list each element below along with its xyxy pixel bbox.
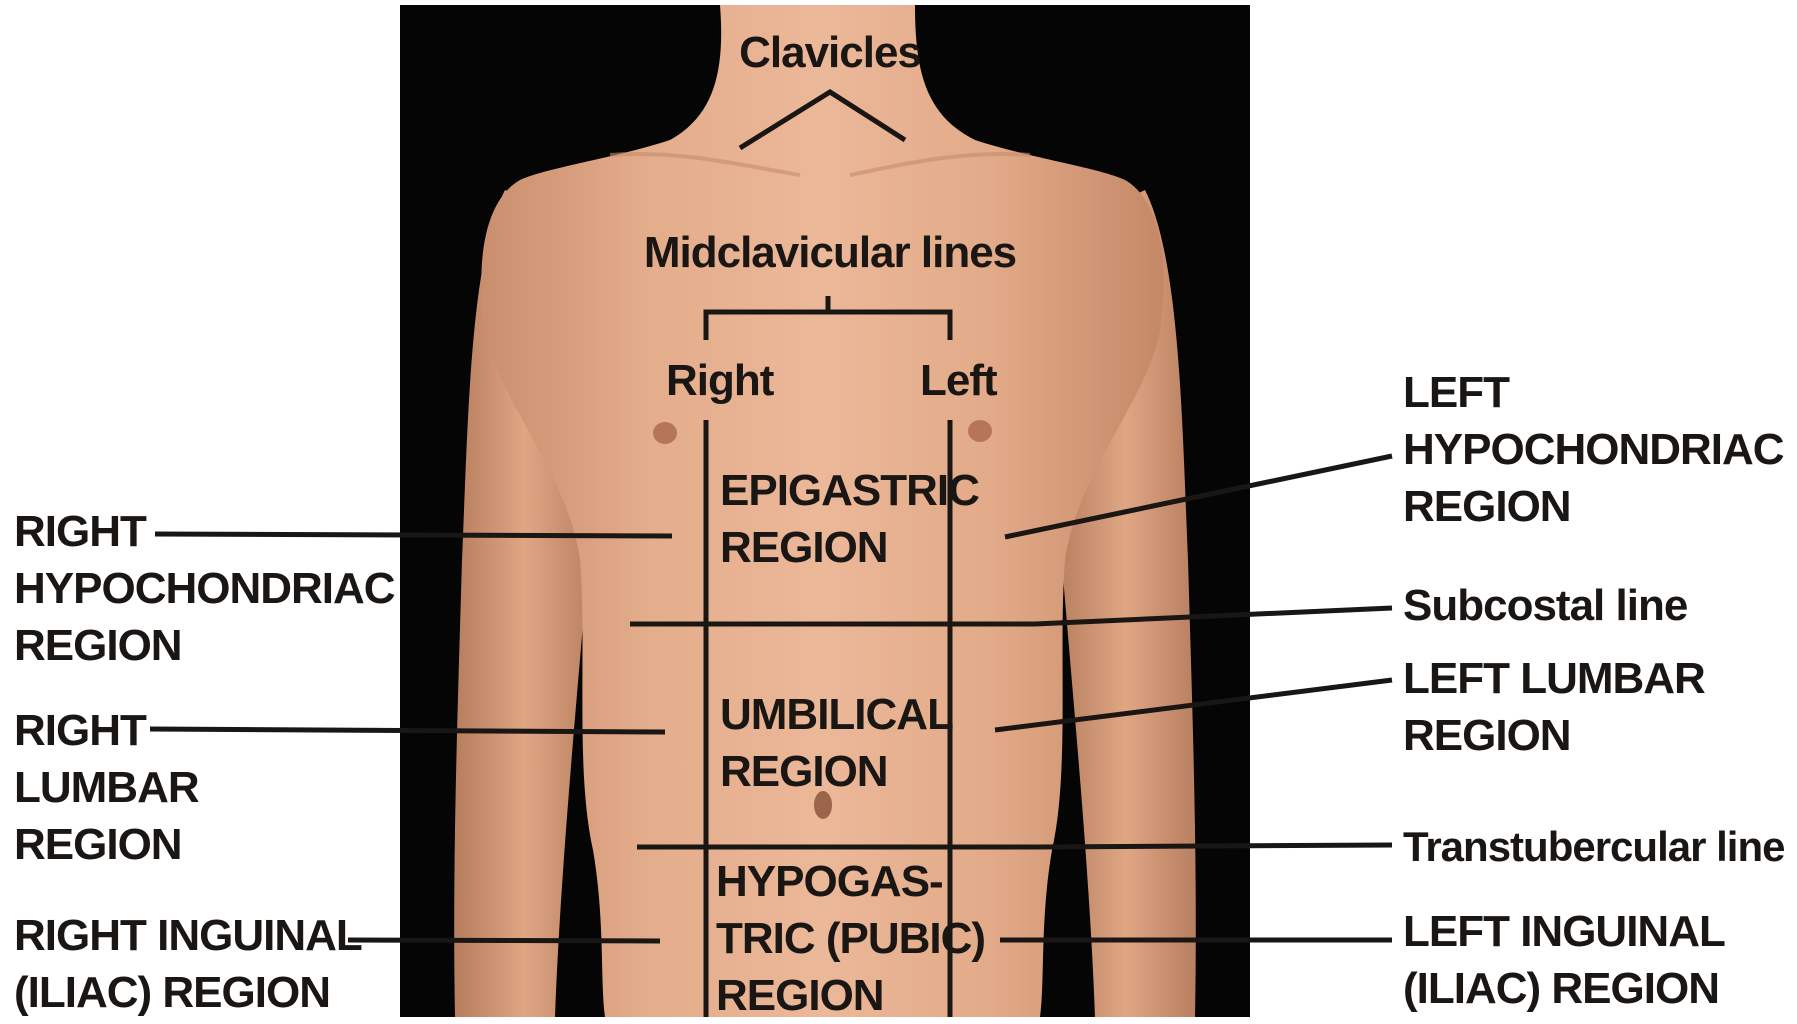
transtubercular-line-label: Transtubercular line (1403, 818, 1784, 875)
left-inguinal-region-label: LEFT INGUINAL (ILIAC) REGION (1403, 903, 1725, 1017)
right-hypochondriac-region-label: RIGHT HYPOCHONDRIAC REGION (14, 503, 395, 674)
right-side-label: Right (666, 352, 773, 409)
transtubercular-leader (1035, 845, 1392, 847)
clavicles-label: Clavicles (700, 24, 960, 81)
umbilical-region-label: UMBILICAL REGION (720, 686, 953, 800)
right-lumbar-region-label: RIGHT LUMBAR REGION (14, 702, 199, 873)
left-nipple (968, 420, 992, 442)
right-lumbar-leader (150, 729, 665, 732)
right-inguinal-leader (348, 940, 660, 941)
epigastric-region-label: EPIGASTRIC REGION (720, 462, 979, 576)
subcostal-line-label: Subcostal line (1403, 577, 1687, 634)
right-inguinal-region-label: RIGHT INGUINAL (ILIAC) REGION (14, 907, 362, 1021)
right-nipple (653, 422, 677, 444)
hypogastric-region-label: HYPOGAS- TRIC (PUBIC) REGION (716, 853, 985, 1024)
left-hypochondriac-region-label: LEFT HYPOCHONDRIAC REGION (1403, 364, 1784, 535)
left-side-label: Left (920, 352, 997, 409)
midclavicular-lines-label: Midclavicular lines (620, 224, 1040, 281)
left-lumbar-region-label: LEFT LUMBAR REGION (1403, 650, 1705, 764)
